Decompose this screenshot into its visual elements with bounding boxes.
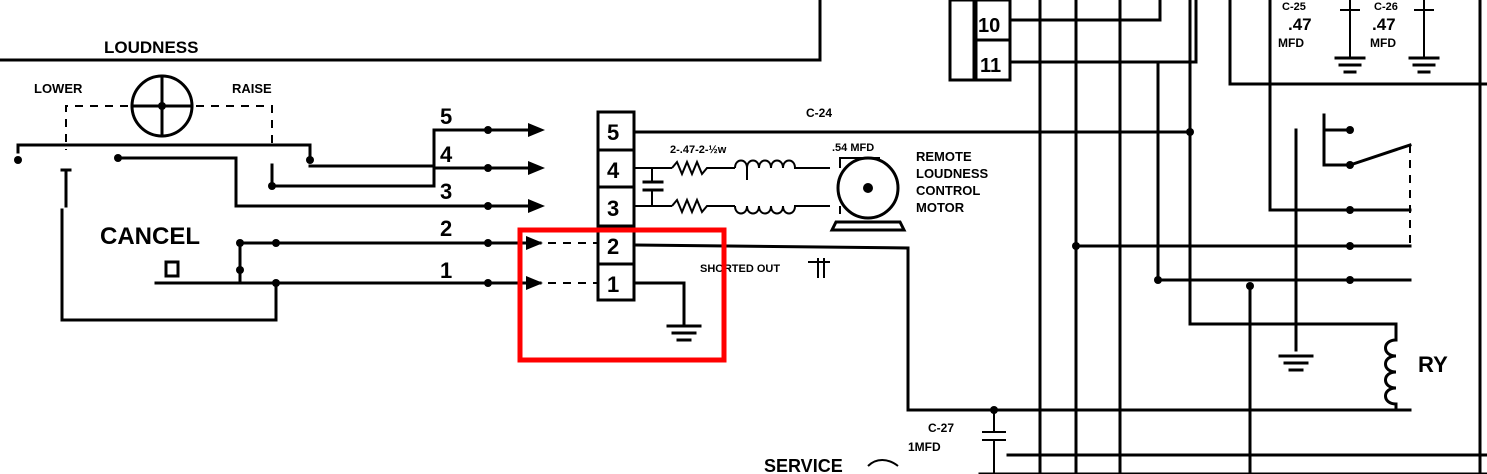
motor-label-3: CONTROL [916, 183, 980, 198]
coil-lower-icon [734, 205, 830, 215]
c27-capacitor-icon [982, 406, 1006, 474]
c26-ground-icon [1408, 0, 1440, 74]
wire-3-line [116, 156, 542, 208]
c25-label: C-25 [1282, 1, 1306, 13]
relay-coil-icon [1384, 322, 1398, 412]
highlight-box [517, 227, 727, 363]
c26-value: .47 [1372, 15, 1396, 34]
relay-ground-icon [1278, 354, 1314, 372]
bottom-wires [978, 453, 1487, 474]
c25-unit: MFD [1278, 36, 1304, 50]
cancel-switch-icon [164, 260, 180, 278]
motor-icon [829, 156, 907, 232]
top-section-border [0, 0, 822, 62]
capacitor-icon [642, 168, 664, 206]
upper-terminal-block [948, 0, 1012, 82]
terminal-11: 11 [980, 55, 1001, 77]
terminal-5: 5 [607, 120, 619, 145]
resistor-upper-icon [671, 159, 735, 177]
shorted-cap-icon [808, 258, 830, 278]
wire-2-line [238, 241, 542, 285]
c26-label: C-26 [1374, 1, 1398, 13]
coil-upper-icon [734, 159, 830, 180]
terminal-3: 3 [607, 196, 619, 221]
connector-arrows [526, 123, 545, 290]
terminal-4: 4 [607, 158, 620, 183]
c25-value: .47 [1288, 15, 1312, 34]
bus-line-5 [1188, 0, 1398, 326]
relay-contact-wire [1268, 0, 1412, 212]
shorted-out-label: SHORTED OUT [700, 263, 780, 275]
service-label: SERVICE [764, 456, 843, 474]
lower-contact [60, 168, 72, 208]
wire-5-line [308, 128, 542, 168]
cancel-label: CANCEL [100, 223, 200, 250]
wire-4-line [270, 166, 542, 188]
motor-label-1: REMOTE [916, 149, 972, 164]
c26-unit: MFD [1370, 36, 1396, 50]
relay-contacts-icon [1322, 113, 1412, 284]
wire-number-2: 2 [440, 216, 452, 241]
raise-label: RAISE [232, 81, 272, 96]
motor-label-2: LOUDNESS [916, 166, 989, 181]
wire-number-4: 4 [440, 142, 453, 167]
terminal-1: 1 [607, 272, 619, 297]
resistor-lower-icon [671, 197, 735, 215]
left-loop [60, 208, 278, 322]
terminal-1-wire [632, 281, 686, 328]
raise-linkage [196, 105, 273, 150]
terminal-2: 2 [607, 234, 619, 259]
terminal-10: 10 [978, 15, 1000, 37]
wire-number-3: 3 [440, 179, 452, 204]
service-switch-icon [867, 459, 899, 467]
c27-label: C-27 [928, 421, 954, 435]
cap-mfd-label: .54 MFD [832, 142, 874, 154]
lower-linkage [65, 105, 128, 150]
c24-label: C-24 [806, 106, 832, 120]
loudness-label: LOUDNESS [104, 38, 198, 57]
wire-number-1: 1 [440, 258, 452, 283]
ry-label: RY [1418, 352, 1448, 377]
upper-terminal-wires [1008, 0, 1198, 64]
ground-icon [666, 324, 702, 342]
lower-label: LOWER [34, 81, 83, 96]
c25-ground-icon [1334, 0, 1366, 74]
cap-spec-label: 2-.47-2-½w [670, 144, 727, 156]
upper-right-wire [1228, 0, 1487, 86]
switch-top-bar [16, 143, 312, 162]
wire-number-5: 5 [440, 104, 452, 129]
c27-value: 1MFD [908, 440, 941, 454]
loudness-knob-icon [130, 74, 194, 138]
motor-label-4: MOTOR [916, 200, 965, 215]
terminal-2-wire [632, 243, 1412, 412]
